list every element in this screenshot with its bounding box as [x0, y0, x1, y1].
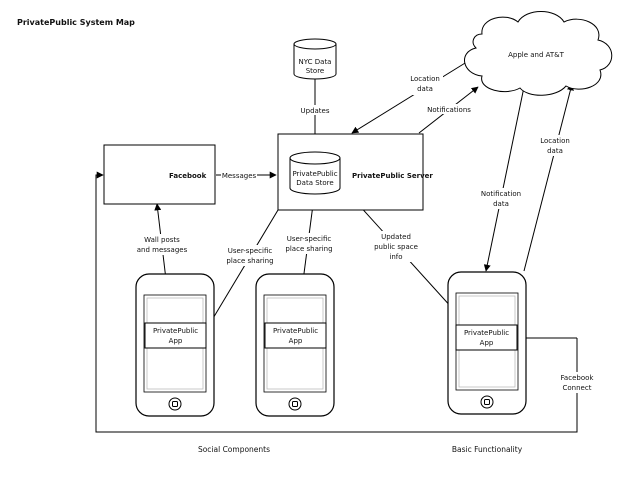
label-wall-posts-line1: Wall posts [144, 236, 180, 244]
app-right-label-line2: App [480, 339, 494, 347]
app-left-label-line2: App [169, 337, 183, 345]
edge-notification-data [483, 86, 525, 272]
app-middle-label-line2: App [289, 337, 303, 345]
label-facebook-connect-line2: Connect [563, 384, 592, 392]
label-notification-data-line1: Notification [481, 190, 521, 198]
label-updated-public-line2: public space [374, 243, 418, 251]
label-user-sharing-left: User-specific place sharing [224, 245, 276, 266]
nyc-data-store: NYC Data Store [293, 38, 337, 80]
label-location-in-line1: Location [410, 75, 440, 83]
cloud-label: Apple and AT&T [508, 51, 565, 59]
label-facebook-connect: Facebook Connect [557, 372, 597, 393]
app-left-label-line1: PrivatePublic [153, 327, 198, 335]
label-messages: Messages [221, 170, 257, 180]
label-updated-public: Updated public space info [373, 231, 421, 262]
app-right-label-line1: PrivatePublic [464, 329, 509, 337]
label-updated-public-line3: info [389, 253, 402, 261]
label-location-out-line2: data [547, 147, 563, 155]
label-user-sharing-middle-line2: place sharing [285, 245, 332, 253]
label-notifications: Notifications [425, 104, 473, 114]
server-data-store: PrivatePublic Data Store [289, 151, 341, 195]
nyc-store-label-line1: NYC Data [299, 58, 332, 66]
diagram-title: PrivatePublic System Map [17, 18, 135, 27]
label-location-data-in: Location data [407, 74, 443, 95]
privatepublic-server: PrivatePublic Server [277, 133, 433, 211]
label-messages-line1: Messages [222, 172, 257, 180]
footer-social-components: Social Components [198, 445, 270, 454]
facebook-node: Facebook [103, 144, 216, 205]
server-store-label-line2: Data Store [296, 179, 333, 187]
facebook-label: Facebook [169, 172, 207, 180]
label-updates-line1: Updates [301, 107, 330, 115]
label-notification-data-line2: data [493, 200, 509, 208]
label-user-sharing-left-line2: place sharing [226, 257, 273, 265]
phone-right: PrivatePublic App [447, 271, 527, 415]
apple-att-cloud: Apple and AT&T [464, 11, 613, 96]
label-user-sharing-left-line1: User-specific [228, 247, 273, 255]
label-facebook-connect-line1: Facebook [561, 374, 595, 382]
label-notifications-line1: Notifications [427, 106, 471, 114]
footer-basic-functionality: Basic Functionality [452, 445, 523, 454]
label-wall-posts-line2: and messages [137, 246, 188, 254]
label-notification-data: Notification data [479, 188, 523, 209]
edge-facebook-connect-loop [95, 171, 578, 433]
label-location-in-line2: data [417, 85, 433, 93]
app-middle-label-line1: PrivatePublic [273, 327, 318, 335]
label-updates: Updates [297, 105, 333, 115]
phone-middle: PrivatePublic App [255, 273, 335, 417]
nyc-store-label-line2: Store [306, 67, 325, 75]
label-location-out-line1: Location [540, 137, 570, 145]
label-user-sharing-middle-line1: User-specific [287, 235, 332, 243]
label-user-sharing-middle: User-specific place sharing [283, 233, 335, 254]
edge-location-data-out [523, 83, 574, 272]
server-store-label-line1: PrivatePublic [292, 170, 337, 178]
edge-location-data-in [351, 59, 471, 134]
label-wall-posts: Wall posts and messages [135, 234, 189, 255]
label-location-data-out: Location data [538, 135, 572, 156]
server-label: PrivatePublic Server [352, 172, 433, 180]
phone-left: PrivatePublic App [135, 273, 215, 417]
label-updated-public-line1: Updated [381, 233, 411, 241]
